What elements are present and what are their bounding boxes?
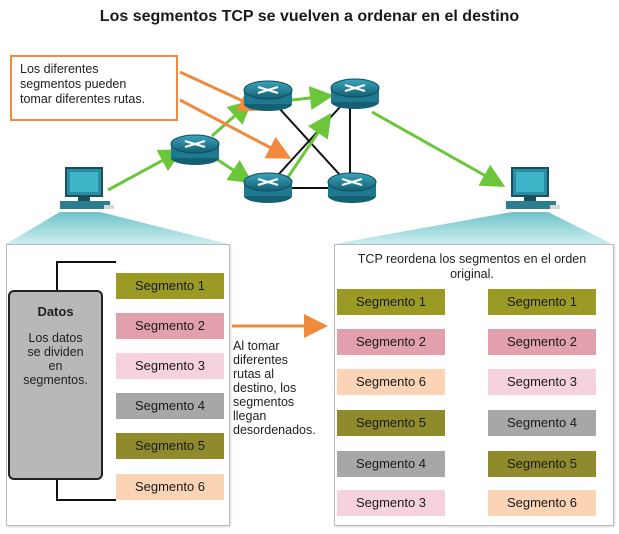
page-title: Los segmentos TCP se vuelven a ordenar e… <box>99 8 520 25</box>
ordered-segment: Segmento 1 <box>488 289 596 315</box>
left-segment-1: Segmento 1 <box>116 273 224 299</box>
left-segment-4: Segmento 4 <box>116 393 224 419</box>
received-segment: Segmento 2 <box>337 329 445 355</box>
note-line: Al tomar <box>233 339 280 353</box>
reorder-caption: TCP reordena los segmentos en el orden o… <box>334 252 610 282</box>
router-icon <box>243 172 293 203</box>
router-icon <box>170 134 220 165</box>
left-segment-3: Segmento 3 <box>116 353 224 379</box>
data-line: se dividen <box>27 345 84 359</box>
received-segment: Segmento 3 <box>337 490 445 516</box>
note-line: destino, los <box>233 381 297 395</box>
data-heading: Datos <box>37 304 74 319</box>
callout-line: tomar diferentes rutas. <box>20 92 146 106</box>
received-segment: Segmento 6 <box>337 369 445 395</box>
caption-line: TCP reordena los segmentos en el orden <box>357 252 587 266</box>
callout-line: Los diferentes <box>20 62 99 76</box>
left-segment-6: Segmento 6 <box>116 474 224 500</box>
routes-callout: Los diferentes segmentos pueden tomar di… <box>10 55 178 121</box>
left-computer-beam <box>6 212 228 244</box>
left-segment-2: Segmento 2 <box>116 313 224 339</box>
note-line: rutas al <box>233 367 274 381</box>
ordered-segment: Segmento 2 <box>488 329 596 355</box>
data-description: Los datos se dividen en segmentos. <box>10 331 101 387</box>
received-segment: Segmento 5 <box>337 410 445 436</box>
note-line: segmentos <box>233 395 295 409</box>
ordered-segment: Segmento 3 <box>488 369 596 395</box>
ordered-segment: Segmento 4 <box>488 410 596 436</box>
ordered-segment: Segmento 5 <box>488 451 596 477</box>
data-line: en <box>48 359 63 373</box>
caption-line: original. <box>450 267 494 281</box>
router-icon <box>330 78 380 109</box>
router-icon <box>243 80 293 111</box>
ordered-segment: Segmento 6 <box>488 490 596 516</box>
data-line: Los datos <box>28 331 83 345</box>
computer-icon <box>60 167 114 209</box>
note-line: desordenados. <box>233 423 316 437</box>
note-line: diferentes <box>233 353 288 367</box>
received-segment: Segmento 1 <box>337 289 445 315</box>
computer-icon <box>506 167 560 209</box>
received-segment: Segmento 4 <box>337 451 445 477</box>
router-icon <box>327 172 377 203</box>
data-block: Datos Los datos se dividen en segmentos. <box>8 290 103 480</box>
callout-line: segmentos pueden <box>20 77 127 91</box>
right-computer-beam <box>334 212 612 244</box>
data-line: segmentos. <box>23 373 88 387</box>
out-of-order-note: Al tomar diferentes rutas al destino, lo… <box>233 339 333 437</box>
note-line: llegan <box>233 409 267 423</box>
left-segment-5: Segmento 5 <box>116 433 224 459</box>
